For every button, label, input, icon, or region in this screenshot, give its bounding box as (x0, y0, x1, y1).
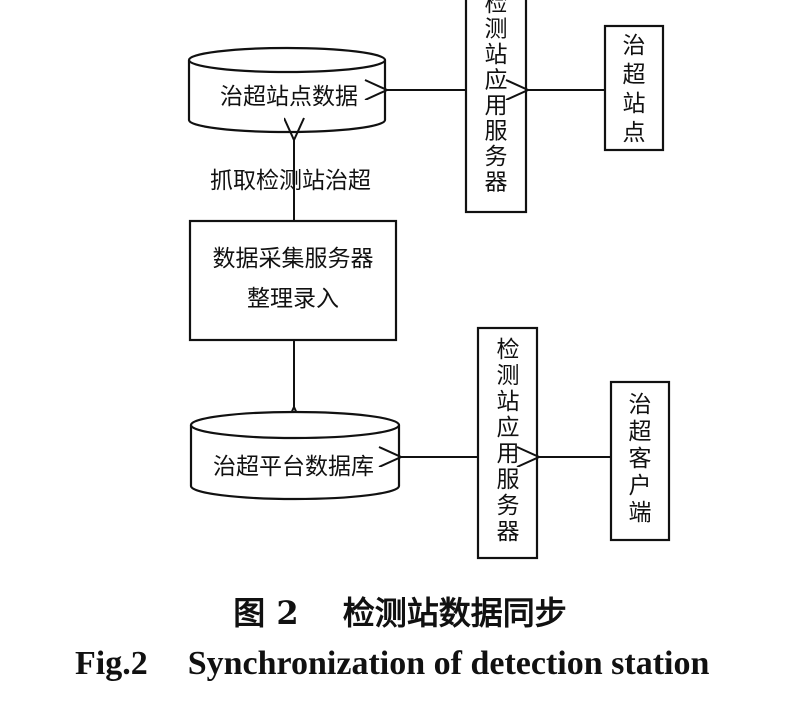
caption-en-title: Synchronization of detection station (187, 645, 710, 682)
client-box: 治超客户端 (609, 380, 671, 542)
caption-cn-title: 检测站数据同步 (342, 594, 567, 632)
caption-en: Fig.2 Synchronization of detection statio… (75, 645, 709, 683)
db-bottom-label: 治超平台数据库 (213, 454, 374, 480)
caption-en-prefix: Fig.2 (75, 645, 148, 682)
db-top-label: 治超站点数据 (220, 84, 358, 110)
station-point-box: 治超站点 (603, 24, 665, 152)
station-server-top-label: 检测站应用服务器 (485, 0, 508, 196)
fetch-label: 抓取检测站治超 (210, 168, 371, 194)
db-top-cylinder: 治超站点数据 (187, 46, 387, 134)
db-bottom-cylinder: 治超平台数据库 (189, 410, 401, 501)
station-server-top: 检测站应用服务器 (464, 0, 528, 214)
station-server-bottom-label: 检测站应用服务器 (497, 337, 520, 545)
collector-line-2: 整理录入 (247, 286, 339, 312)
client-label: 治超客户端 (629, 392, 652, 526)
station-point-label: 治超站点 (623, 33, 646, 146)
station-server-bottom: 检测站应用服务器 (476, 326, 539, 560)
caption-cn: 图 2 检测站数据同步 (0, 588, 800, 634)
collector-box: 数据采集服务器 整理录入 (188, 219, 398, 342)
caption-cn-prefix: 图 2 (233, 594, 299, 632)
collector-line-1: 数据采集服务器 (213, 246, 374, 272)
